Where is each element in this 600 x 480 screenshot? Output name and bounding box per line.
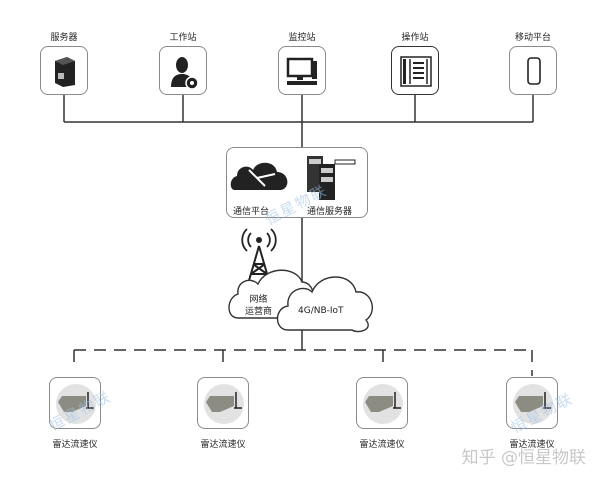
sensor-node-4[interactable]: [506, 377, 558, 429]
sensor-label-2: 雷达流速仪: [200, 440, 246, 450]
radar-sensor-icon: [204, 384, 244, 424]
operator-label: 网络 运营商: [245, 294, 272, 318]
top-label-workstation: 工作站: [169, 33, 197, 43]
computer-monitor-icon: [286, 57, 317, 85]
top-label-monitor: 监控站: [288, 33, 316, 43]
node-monitor[interactable]: [278, 46, 326, 95]
operator-label-line2: 运营商: [245, 307, 273, 317]
sensor-node-1[interactable]: [49, 377, 101, 429]
sensor-label-4: 雷达流速仪: [509, 440, 555, 450]
control-panel-icon: [400, 56, 432, 87]
radar-sensor-icon: [363, 384, 403, 424]
comm-platform-label: 通信平台: [233, 207, 270, 217]
top-label-server: 服务器: [50, 33, 78, 43]
iot-cloud: [276, 276, 374, 333]
signal-tower-icon: [241, 228, 277, 285]
sensor-node-2[interactable]: [197, 377, 249, 429]
node-mobile[interactable]: [509, 46, 557, 95]
operator-label-line1: 网络: [249, 295, 268, 305]
iot-cloud-label: 4G/NB-IoT: [298, 306, 344, 316]
comm-server-label: 通信服务器: [307, 207, 353, 217]
sensor-node-3[interactable]: [356, 377, 408, 429]
node-server[interactable]: [40, 46, 88, 95]
node-operator[interactable]: [391, 46, 439, 95]
mobile-phone-icon: [527, 57, 541, 85]
radar-sensor-icon: [56, 384, 96, 424]
network-diagram: [228, 228, 374, 333]
communication-platform-icon: [230, 162, 288, 190]
node-workstation[interactable]: [159, 46, 207, 95]
source-credit: 知乎 @恒星物联: [461, 448, 586, 468]
top-label-operator: 操作站: [401, 33, 429, 43]
sensor-label-3: 雷达流速仪: [359, 440, 405, 450]
server-icon: [55, 57, 75, 87]
radar-sensor-icon: [513, 384, 553, 424]
sensor-label-1: 雷达流速仪: [52, 440, 98, 450]
user-workstation-icon: [171, 57, 199, 90]
top-label-mobile: 移动平台: [514, 33, 552, 43]
comm-server-icon: [307, 156, 356, 200]
node-communication[interactable]: 通信平台 通信服务器: [226, 147, 368, 218]
